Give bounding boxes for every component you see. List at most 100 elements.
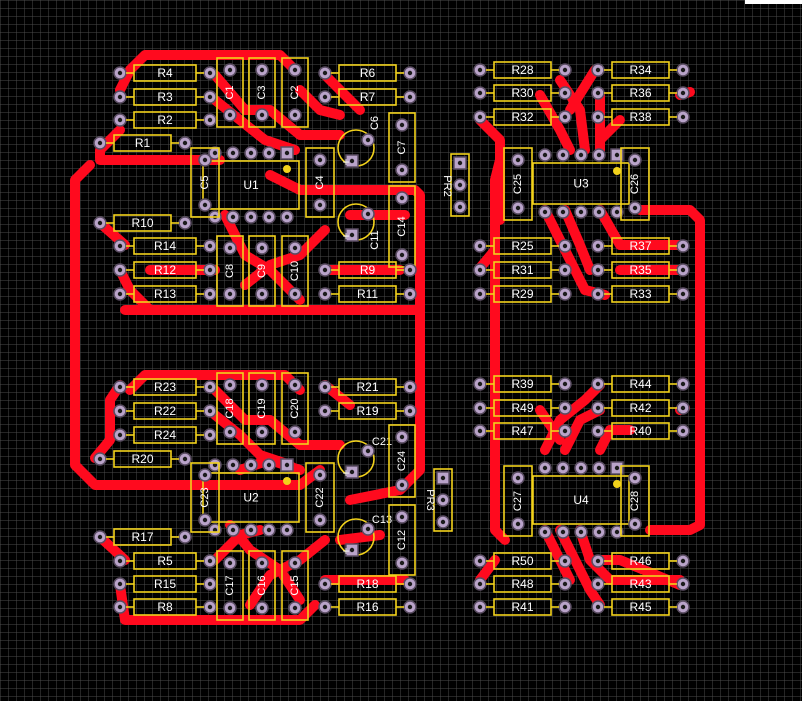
drill-hole [596,465,602,471]
drill-hole [97,220,103,226]
drill-hole [230,150,236,156]
drill-hole [227,605,233,611]
designator-r15: R15 [154,577,176,591]
drill-hole [560,209,566,215]
resistor-body [493,61,552,79]
pin1-marker [613,167,621,175]
drill-hole [322,267,328,273]
designator-r31: R31 [511,263,533,277]
resistor-body [611,261,670,279]
drill-hole [614,529,620,535]
drill-hole [259,605,265,611]
designator-r12: R12 [154,263,176,277]
drill-hole [477,291,483,297]
trace [595,425,635,455]
drill-hole [457,160,463,166]
resistor-body [133,237,197,255]
drill-hole [248,214,254,220]
drill-hole [407,408,413,414]
designator-c23: C23 [199,487,211,507]
drill-hole [292,605,298,611]
designator-r20: R20 [131,452,153,466]
designator-u2: U2 [243,491,259,505]
resistor-body [338,285,397,303]
drill-hole [227,112,233,118]
drill-hole [207,604,213,610]
resistor-body [338,575,397,593]
drill-hole [477,428,483,434]
drill-hole [477,114,483,120]
preset-body [433,468,453,532]
drill-hole [227,429,233,435]
resistor-body [611,598,670,616]
designator-c16: C16 [256,575,268,595]
drill-hole [407,291,413,297]
drill-hole [399,514,405,520]
designator-r29: R29 [511,287,533,301]
drill-hole [322,581,328,587]
designator-r11: R11 [357,287,378,301]
trace [565,65,600,115]
designator-r9: R9 [360,263,376,277]
drill-hole [227,291,233,297]
designator-r34: R34 [629,63,651,77]
drill-hole [212,527,218,533]
drill-hole [595,581,601,587]
drill-hole [562,267,568,273]
drill-hole [562,558,568,564]
drill-hole [317,202,323,208]
drill-hole [259,291,265,297]
designator-c12: C12 [396,530,408,550]
trace [125,50,300,75]
resistor-body [338,402,397,420]
drill-hole [365,448,371,454]
capacitor-body [216,372,244,445]
resistor-body [133,575,197,593]
drill-hole [207,291,213,297]
drill-hole [440,475,446,481]
designator-c14: C14 [396,216,408,236]
drill-hole [680,558,686,564]
trace [345,485,405,505]
drill-hole [292,67,298,73]
resistor-body [133,285,197,303]
drill-hole [248,462,254,468]
designator-r24: R24 [154,428,176,442]
drill-hole [632,521,638,527]
drill-hole [248,150,254,156]
capacitor-body [216,235,244,307]
drill-hole [595,67,601,73]
trace [210,70,345,140]
drill-hole [259,560,265,566]
drill-hole [477,267,483,273]
drill-hole [560,152,566,158]
drill-hole [117,267,123,273]
drill-hole [259,245,265,251]
designator-r28: R28 [511,63,533,77]
drill-hole [595,114,601,120]
drill-hole [578,529,584,535]
drill-hole [477,90,483,96]
designator-r32: R32 [511,110,533,124]
polarity-mark: + [342,155,349,169]
drill-hole [595,428,601,434]
drill-hole [680,114,686,120]
drill-hole [207,117,213,123]
capacitor-body [281,57,309,128]
drill-hole [322,94,328,100]
resistor-body [493,399,552,417]
drill-hole [117,558,123,564]
designator-u3: U3 [573,177,589,191]
drill-hole [317,517,323,523]
designator-r13: R13 [154,287,176,301]
drill-hole [349,469,355,475]
drill-hole [680,604,686,610]
drill-hole [596,209,602,215]
drill-hole [632,205,638,211]
drill-hole [562,90,568,96]
resistor-body [493,285,552,303]
capacitor-body [305,462,335,533]
drill-hole [227,245,233,251]
